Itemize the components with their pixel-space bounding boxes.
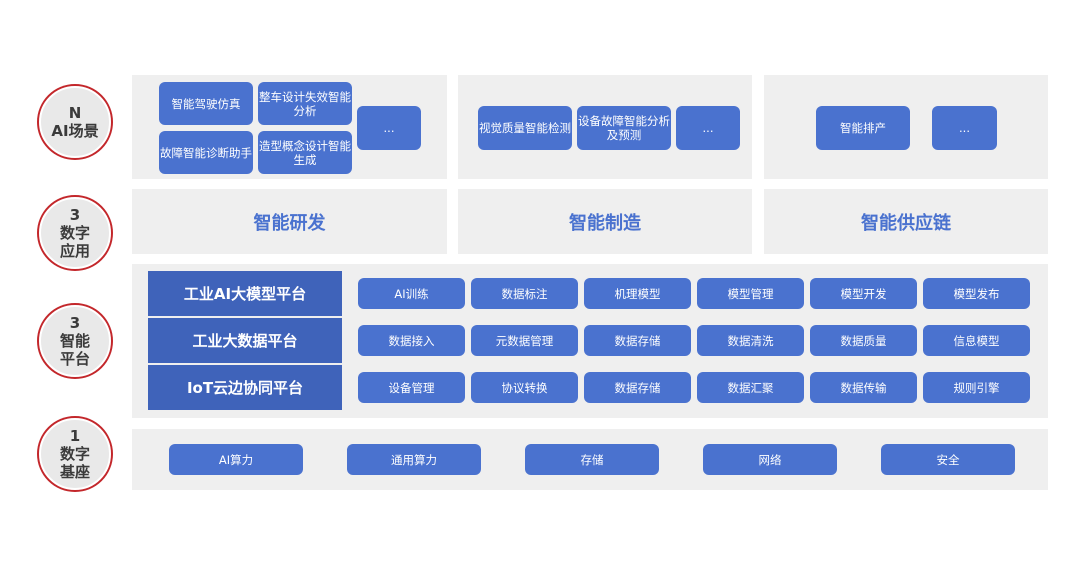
layer-badge-ai-scenarios: N AI场景 — [39, 86, 111, 158]
foundation-network-button[interactable]: 网络 — [703, 444, 837, 475]
foundation-ai-compute-button[interactable]: AI算力 — [169, 444, 303, 475]
scenario-button[interactable]: 视觉质量智能检测 — [478, 106, 572, 150]
more-scenarios-button[interactable]: ... — [932, 106, 997, 150]
layer-badge-smart-platform: 3 智能 平台 — [39, 305, 111, 377]
layer-badge-digital-foundation: 1 数字 基座 — [39, 418, 111, 490]
scenario-button[interactable]: 智能排产 — [816, 106, 910, 150]
layer-badge-title: 数字 — [59, 224, 90, 242]
layer-badge-count: 3 — [69, 314, 81, 332]
layer-badge-count: 3 — [69, 206, 81, 224]
platform-module-button[interactable]: 信息模型 — [923, 325, 1030, 356]
platform-module-button[interactable]: 数据存储 — [584, 325, 691, 356]
platform-module-button[interactable]: 数据清洗 — [697, 325, 804, 356]
scenario-button[interactable]: 故障智能诊断助手 — [159, 131, 253, 174]
layer-badge-title: 基座 — [59, 463, 90, 481]
platform-module-button[interactable]: 机理模型 — [584, 278, 691, 309]
foundation-storage-button[interactable]: 存储 — [525, 444, 659, 475]
platform-module-button[interactable]: 数据存储 — [584, 372, 691, 403]
more-scenarios-button[interactable]: ... — [676, 106, 740, 150]
platform-module-button[interactable]: 数据汇聚 — [697, 372, 804, 403]
foundation-general-compute-button[interactable]: 通用算力 — [347, 444, 481, 475]
platform-iot[interactable]: IoT云边协同平台 — [148, 365, 342, 410]
platform-module-button[interactable]: 数据接入 — [358, 325, 465, 356]
layer-badge-title: 应用 — [59, 242, 90, 260]
platform-module-button[interactable]: 元数据管理 — [471, 325, 578, 356]
platform-module-button[interactable]: 模型管理 — [697, 278, 804, 309]
layer-badge-digital-apps: 3 数字 应用 — [39, 197, 111, 269]
more-scenarios-button[interactable]: ... — [357, 106, 421, 150]
platform-module-button[interactable]: 模型开发 — [810, 278, 917, 309]
platform-module-button[interactable]: 模型发布 — [923, 278, 1030, 309]
scenario-button[interactable]: 造型概念设计智能生成 — [258, 131, 352, 174]
platform-ai-model[interactable]: 工业AI大模型平台 — [148, 271, 342, 316]
app-rd[interactable]: 智能研发 — [132, 189, 447, 254]
layer-badge-title: AI场景 — [51, 122, 99, 140]
platform-module-button[interactable]: 协议转换 — [471, 372, 578, 403]
layer-badge-title: 智能 — [59, 332, 90, 350]
platform-module-button[interactable]: 数据传输 — [810, 372, 917, 403]
platform-module-button[interactable]: 数据标注 — [471, 278, 578, 309]
platform-big-data[interactable]: 工业大数据平台 — [148, 318, 342, 363]
layer-badge-count: N — [68, 104, 82, 122]
layer-badge-title: 数字 — [59, 445, 90, 463]
app-supply-chain[interactable]: 智能供应链 — [764, 189, 1048, 254]
platform-module-button[interactable]: 数据质量 — [810, 325, 917, 356]
platform-module-button[interactable]: AI训练 — [358, 278, 465, 309]
layer-badge-count: 1 — [69, 427, 81, 445]
scenario-button[interactable]: 整车设计失效智能分析 — [258, 82, 352, 125]
platform-module-button[interactable]: 规则引擎 — [923, 372, 1030, 403]
app-manufacturing[interactable]: 智能制造 — [458, 189, 752, 254]
scenario-button[interactable]: 智能驾驶仿真 — [159, 82, 253, 125]
platform-module-button[interactable]: 设备管理 — [358, 372, 465, 403]
foundation-security-button[interactable]: 安全 — [881, 444, 1015, 475]
scenario-button[interactable]: 设备故障智能分析及预测 — [577, 106, 671, 150]
layer-badge-title: 平台 — [59, 350, 90, 368]
